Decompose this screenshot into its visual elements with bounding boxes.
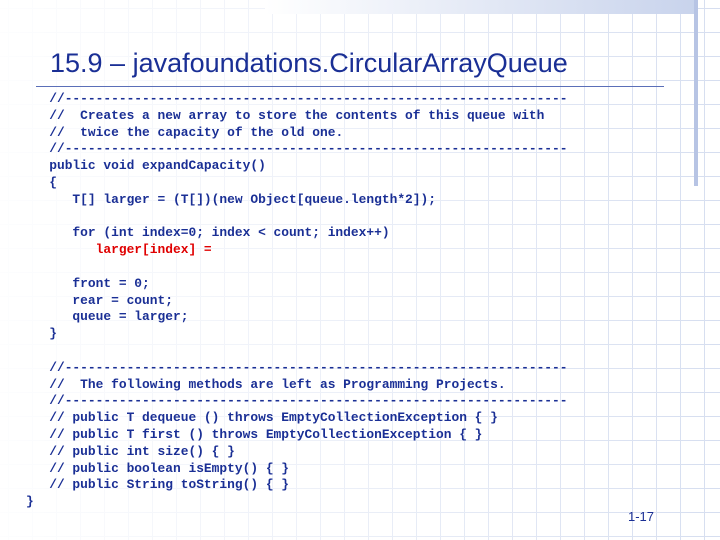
code-text: public void expandCapacity() (49, 158, 266, 174)
code-text: } (26, 494, 34, 510)
code-indent (26, 444, 49, 459)
code-line: // public T first () throws EmptyCollect… (26, 427, 568, 444)
code-indent (26, 377, 49, 392)
code-text: // The following methods are left as Pro… (49, 376, 506, 392)
code-line: { (26, 175, 568, 192)
code-indent (26, 427, 49, 442)
code-indent (26, 477, 49, 492)
code-indent (26, 192, 72, 207)
code-line (26, 259, 568, 276)
code-indent (26, 225, 72, 240)
code-indent (26, 91, 49, 106)
code-line: T[] larger = (T[])(new Object[queue.leng… (26, 192, 568, 209)
code-line: queue = larger; (26, 309, 568, 326)
code-line: // The following methods are left as Pro… (26, 377, 568, 394)
title-divider (36, 86, 664, 87)
slide-title: 15.9 – javafoundations.CircularArrayQueu… (50, 48, 568, 78)
code-text: //--------------------------------------… (49, 359, 568, 375)
code-indent (26, 175, 49, 190)
code-text: // Creates a new array to store the cont… (49, 107, 545, 123)
code-line: // public boolean isEmpty() { } (26, 461, 568, 478)
code-line: //--------------------------------------… (26, 91, 568, 108)
code-line: for (int index=0; index < count; index++… (26, 225, 568, 242)
code-indent (26, 242, 96, 257)
code-indent (26, 125, 49, 140)
code-text: rear = count; (72, 292, 173, 308)
code-line: public void expandCapacity() (26, 158, 568, 175)
code-indent (26, 276, 72, 291)
code-indent (26, 293, 72, 308)
code-line (26, 209, 568, 226)
code-text: // twice the capacity of the old one. (49, 124, 344, 140)
top-accent-bar (265, 0, 698, 14)
code-line: } (26, 494, 568, 511)
code-line: // Creates a new array to store the cont… (26, 108, 568, 125)
code-indent (26, 360, 49, 375)
code-indent (26, 410, 49, 425)
code-text: } (49, 326, 57, 342)
code-text: larger[index] = (95, 242, 212, 258)
code-text: //--------------------------------------… (49, 393, 568, 409)
code-indent (26, 326, 49, 341)
code-text: // public int size() { } (49, 443, 235, 459)
code-line: //--------------------------------------… (26, 141, 568, 158)
code-text: // public T dequeue () throws EmptyColle… (49, 410, 498, 426)
code-line: } (26, 326, 568, 343)
page-number: 1-17 (628, 509, 655, 524)
code-text: for (int index=0; index < count; index++… (72, 225, 390, 241)
code-text: //--------------------------------------… (49, 141, 568, 157)
code-text: //--------------------------------------… (49, 91, 568, 106)
code-text: // public T first () throws EmptyCollect… (49, 426, 483, 442)
code-text: // public boolean isEmpty() { } (49, 460, 290, 476)
code-line (26, 343, 568, 360)
code-line: front = 0; (26, 276, 568, 293)
code-block: //--------------------------------------… (26, 91, 568, 511)
code-text: // public String toString() { } (49, 477, 290, 493)
code-line: larger[index] = (26, 242, 568, 259)
code-indent (26, 108, 49, 123)
right-accent-bar (694, 0, 698, 186)
code-text: queue = larger; (72, 309, 189, 325)
code-text: T[] larger = (T[])(new Object[queue.leng… (72, 191, 436, 207)
code-indent (26, 158, 49, 173)
code-line: //--------------------------------------… (26, 393, 568, 410)
code-text: { (49, 174, 57, 190)
code-line: // public T dequeue () throws EmptyColle… (26, 410, 568, 427)
code-line: // public int size() { } (26, 444, 568, 461)
code-line: rear = count; (26, 293, 568, 310)
code-text: front = 0; (72, 275, 150, 291)
code-indent (26, 461, 49, 476)
code-indent (26, 309, 72, 324)
code-line: // public String toString() { } (26, 477, 568, 494)
code-indent (26, 141, 49, 156)
code-line: // twice the capacity of the old one. (26, 125, 568, 142)
code-line: //--------------------------------------… (26, 359, 568, 377)
code-indent (26, 393, 49, 408)
